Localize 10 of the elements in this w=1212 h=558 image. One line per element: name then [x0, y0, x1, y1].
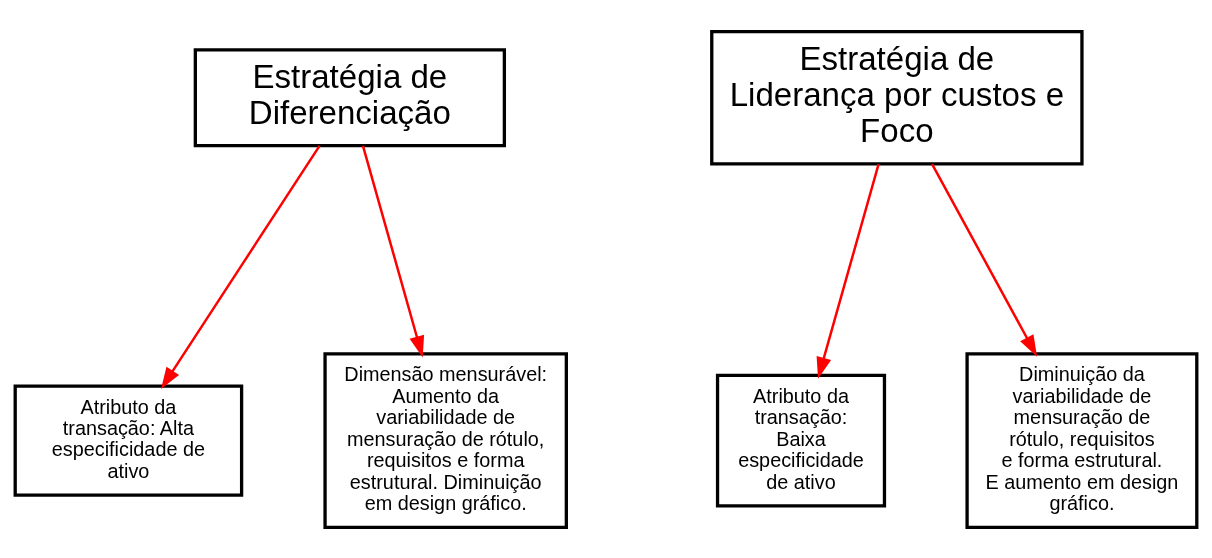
node-box: Estratégia de Liderança por custos e Foco [710, 29, 1084, 165]
arrow [931, 162, 1038, 357]
node-box: Estratégia de Diferenciação [193, 47, 507, 147]
arrow [816, 163, 880, 379]
arrow [161, 144, 321, 389]
node-box: Atributo da transação: Baixa especificidade de ativo [715, 373, 887, 508]
node-box: Atributo da transação: Alta especificidade de ativo [13, 383, 244, 497]
node-box: Dimensão mensurável: Aumento da variabilidade de mensuração de rótulo, requisitos e forma estrutural. Diminuição em design gráfico. [323, 351, 568, 529]
node-box: Diminuição da variabilidade de mensuração de rótulo, requisitos e forma estrutural. E aumento em design gráfico. [965, 351, 1199, 529]
arrow [361, 145, 425, 357]
